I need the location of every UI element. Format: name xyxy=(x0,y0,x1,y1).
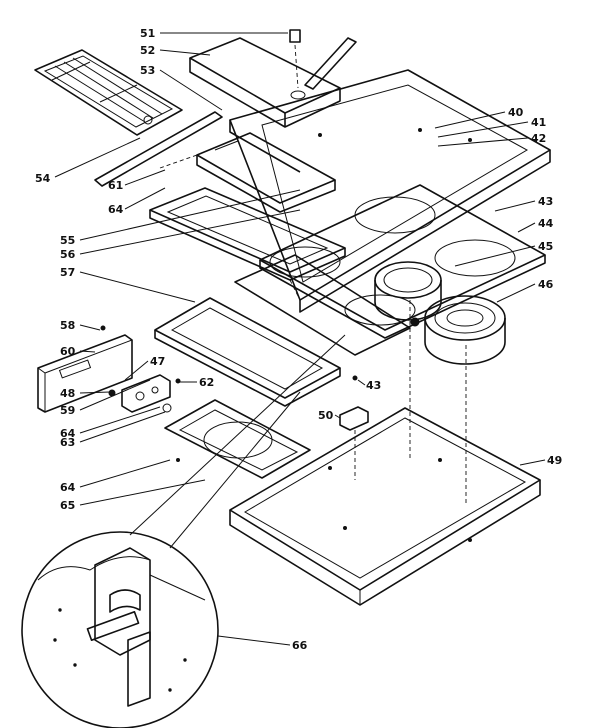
grill-grate-drawing xyxy=(34,49,183,136)
alignment-lines xyxy=(159,154,467,505)
part-label-57: 57 xyxy=(60,266,75,279)
part-label-64-low: 64 xyxy=(60,481,76,494)
part-label-43-low: 43 xyxy=(366,379,381,392)
part-label-45: 45 xyxy=(538,240,553,253)
part-label-50: 50 xyxy=(318,409,334,422)
detail-view-drawing xyxy=(21,334,346,728)
part-label-52: 52 xyxy=(140,44,155,57)
heating-element-drawing xyxy=(374,261,506,365)
part-label-47: 47 xyxy=(150,355,165,368)
part-label-40: 40 xyxy=(508,106,524,119)
part-label-42: 42 xyxy=(531,132,546,145)
part-label-66: 66 xyxy=(292,639,308,652)
part-label-65: 65 xyxy=(60,499,75,512)
part-label-44: 44 xyxy=(538,217,554,230)
inner-frame-drawing xyxy=(149,132,346,281)
part-label-63: 63 xyxy=(60,436,75,449)
part-label-41: 41 xyxy=(531,116,546,129)
glass-cooktop-drawing xyxy=(259,184,546,339)
part-label-59: 59 xyxy=(60,404,75,417)
part-label-55: 55 xyxy=(60,234,75,247)
trim-frame-drawing xyxy=(154,297,341,407)
cover-plate-drawing xyxy=(189,37,341,128)
clip-drawing xyxy=(289,29,301,89)
burner-box-drawing xyxy=(229,407,541,606)
part-label-51: 51 xyxy=(140,27,155,40)
part-label-60: 60 xyxy=(60,345,76,358)
part-label-61: 61 xyxy=(108,179,123,192)
part-label-46: 46 xyxy=(538,278,554,291)
bracket-drawing xyxy=(339,375,369,431)
part-label-48: 48 xyxy=(60,387,75,400)
part-label-49: 49 xyxy=(547,454,562,467)
top-frame-drawing xyxy=(229,69,551,313)
side-rail-drawing xyxy=(304,37,357,90)
part-label-56: 56 xyxy=(60,248,76,261)
part-label-53: 53 xyxy=(140,64,155,77)
rod-drawing xyxy=(94,111,223,187)
part-label-54: 54 xyxy=(35,172,51,185)
part-label-64-top: 64 xyxy=(108,203,124,216)
leader-lines xyxy=(54,32,546,646)
part-label-62: 62 xyxy=(199,376,214,389)
gasket-drawing xyxy=(164,399,311,479)
part-label-58: 58 xyxy=(60,319,75,332)
part-label-43-top: 43 xyxy=(538,195,553,208)
control-bracket-drawing xyxy=(37,325,133,413)
part-label-64-mid: 64 xyxy=(60,427,76,440)
